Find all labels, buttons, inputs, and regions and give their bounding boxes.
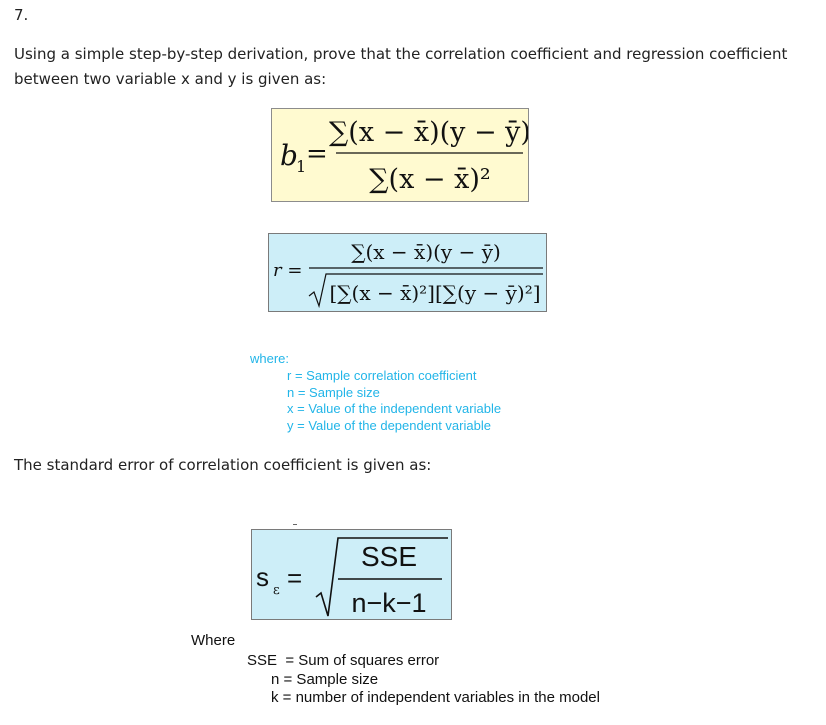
formula-se-denominator: n−k−1: [351, 588, 426, 618]
formula-r-box: r = ∑(x − x̄)(y − ȳ) [∑(x − x̄)²][∑(y − …: [268, 233, 547, 312]
definitions-1-where: where:: [250, 351, 290, 366]
formula-b1-equals: =: [306, 139, 328, 169]
definition-item: x = Value of the independent variable: [287, 401, 502, 417]
definition-item: r = Sample correlation coefficient: [287, 368, 477, 383]
formula-b1-numerator: ∑(x − x̄)(y − ȳ): [329, 117, 528, 148]
formula-r-denominator: [∑(x − x̄)²][∑(y − ȳ)²]: [329, 281, 540, 305]
formula-b1-lhs-sub: 1: [296, 157, 306, 176]
formula-se-lhs-sub: ε: [273, 583, 280, 598]
intro-text: Using a simple step-by-step derivation, …: [14, 45, 788, 88]
definition-item: SSE = Sum of squares error: [247, 652, 440, 669]
formula-se-lhs: s: [256, 562, 269, 592]
formula-se-sqrt-sign: [315, 537, 448, 617]
stray-mark: [293, 524, 297, 525]
formula-se-box: s ε = SSE n−k−1: [251, 529, 452, 620]
formula-r-numerator: ∑(x − x̄)(y − ȳ): [351, 240, 501, 264]
definitions-1-list: r = Sample correlation coefficient n = S…: [287, 368, 501, 435]
formula-r: r = ∑(x − x̄)(y − ȳ) [∑(x − x̄)²][∑(y − …: [273, 240, 543, 309]
definitions-2-where: Where: [191, 632, 236, 649]
formula-se-numerator: SSE: [361, 541, 417, 572]
definition-item: n = Sample size: [287, 384, 380, 400]
formula-b1: b 1 = ∑(x − x̄)(y − ȳ) ∑(x − x̄)²: [280, 117, 531, 195]
formula-b1-box: b 1 = ∑(x − x̄)(y − ȳ) ∑(x − x̄)²: [271, 108, 531, 202]
definition-item: y = Value of the dependent variable: [287, 418, 491, 434]
definition-item: n = Sample size: [271, 670, 379, 688]
formula-b1-denominator: ∑(x − x̄)²: [369, 164, 490, 195]
formula-se-equals: =: [287, 563, 302, 593]
formula-b1-lhs: b: [280, 139, 298, 172]
definition-item: k = number of independent variables in t…: [271, 689, 600, 706]
stderr-text: The standard error of correlation coeffi…: [14, 456, 432, 474]
formula-r-sqrt-sign: [308, 273, 543, 309]
formula-se: s ε = SSE n−k−1: [256, 537, 448, 618]
definitions-2-list: SSE = Sum of squares error n = Sample si…: [247, 652, 600, 708]
formula-r-lhs: r =: [273, 260, 302, 281]
question-number: 7.: [14, 6, 29, 24]
